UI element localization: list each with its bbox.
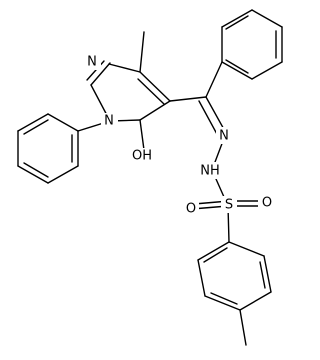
atom-hydrazone-n: N [216,127,233,144]
bond [139,119,145,151]
bond [225,15,249,30]
bond [263,255,272,293]
bond [203,247,228,263]
atom-n-pyrazole-2: N [84,53,101,70]
bond [198,100,219,137]
bond [225,59,249,74]
bond [169,96,207,102]
atom-label: N [219,129,229,144]
bond [139,100,171,121]
bond [90,62,111,86]
bond [108,63,141,73]
bond [210,292,238,305]
bond [251,61,283,80]
atom-label: OH [132,149,152,164]
bond [23,162,49,178]
bond [197,259,206,297]
bond [17,165,49,184]
bond [204,295,241,311]
atom-label: N [87,55,97,70]
atom-labels: N N OH N NH S O O [84,53,275,217]
atom-n-pyrazole-1: N [101,113,118,130]
atom-label: NH [200,164,220,179]
atom-oxygen-right: O [258,195,275,212]
bond [23,119,49,135]
atom-label: O [262,196,272,211]
bond [47,113,79,132]
bond [251,9,283,28]
atom-sulfur: S [221,196,237,213]
atom-label: S [225,198,233,213]
atom-label: N [104,114,114,129]
atom-label: O [186,202,196,217]
bond [139,31,145,73]
bond [239,291,272,311]
bond [137,78,165,105]
bond [259,261,266,289]
atom-oxygen-left: O [182,200,199,217]
atom-hydroxyl: OH [129,148,155,165]
bond-lines [17,9,283,346]
bond [139,71,171,102]
bond [221,9,253,28]
bond [221,61,253,80]
bond [228,241,265,257]
bond [239,309,247,346]
atom-nh: NH [198,162,224,179]
bond [47,165,79,184]
bond [86,60,105,81]
bond [205,61,223,98]
bond [197,241,230,261]
chemical-structure-diagram: N N OH N NH S O O [17,9,283,346]
bond [17,113,49,132]
